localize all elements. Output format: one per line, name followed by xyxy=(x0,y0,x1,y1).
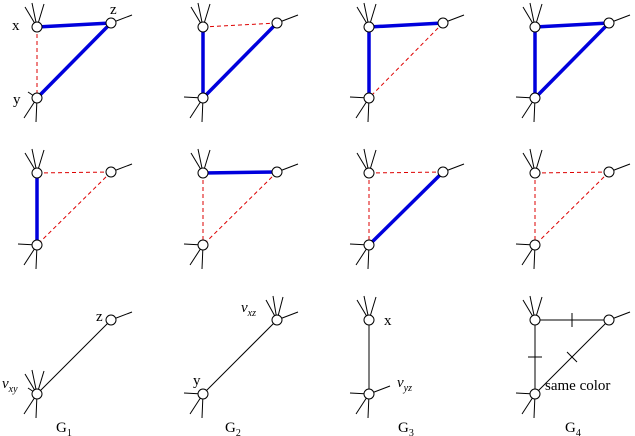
node-y xyxy=(529,92,541,104)
graph-label-g4-base: G xyxy=(565,420,576,436)
label-vxz-base: v xyxy=(241,300,248,316)
edge-xz-red xyxy=(368,171,444,174)
node-y xyxy=(363,92,375,104)
node-x xyxy=(529,314,541,326)
edge-xz-blue xyxy=(36,21,112,29)
node-z xyxy=(105,314,117,326)
node-y xyxy=(197,388,209,400)
label-vxz: vxz xyxy=(241,300,256,319)
node-x xyxy=(197,167,209,179)
node-vyz xyxy=(363,388,375,400)
node-z xyxy=(603,17,615,29)
reduced-graph-g1: z vxy G1 xyxy=(2,309,133,436)
row2-col3-triangle xyxy=(349,148,465,270)
node-y xyxy=(31,239,43,251)
graph-label-g2-base: G xyxy=(225,420,236,436)
node-y xyxy=(529,239,541,251)
graph-label-g1: G1 xyxy=(56,420,72,436)
graph-label-g1-base: G xyxy=(56,420,67,436)
node-z xyxy=(603,166,615,178)
edge-yz-red xyxy=(368,22,444,99)
node-z xyxy=(437,17,449,29)
row1-col3-triangle xyxy=(349,2,465,123)
node-y xyxy=(197,92,209,104)
edge-xz-blue xyxy=(534,21,610,29)
edge-xz-blue xyxy=(202,170,278,175)
graph-label-g3: G3 xyxy=(398,420,414,436)
edge-yz-blue xyxy=(367,170,445,247)
node-x xyxy=(363,314,375,326)
node-z xyxy=(271,17,283,29)
label-y: y xyxy=(193,373,201,389)
row1-col4-triangle xyxy=(515,2,631,123)
graph-label-g4-sub: 4 xyxy=(576,428,581,436)
edge-black xyxy=(36,319,112,395)
node-z xyxy=(105,166,117,178)
label-vxy: vxy xyxy=(2,376,18,395)
graph-label-g2-sub: 2 xyxy=(236,428,241,436)
edge-yz-red xyxy=(202,171,278,246)
graph-label-g2: G2 xyxy=(225,420,241,436)
node-x xyxy=(31,21,43,33)
label-x: x xyxy=(384,313,392,329)
label-vxz-sub: xz xyxy=(247,308,256,319)
label-x: x xyxy=(12,18,20,34)
tick-mark xyxy=(566,351,578,363)
label-z: z xyxy=(96,309,103,325)
node-z xyxy=(603,314,615,326)
node-x xyxy=(529,167,541,179)
node-z xyxy=(271,166,283,178)
node-y xyxy=(529,388,541,400)
node-vxz xyxy=(271,314,283,326)
label-same-color: same color xyxy=(545,378,610,394)
node-x xyxy=(529,21,541,33)
label-z: z xyxy=(110,2,117,18)
label-vxy-sub: xy xyxy=(8,384,18,395)
graph-label-g4: G4 xyxy=(565,420,581,436)
graph-label-g1-sub: 1 xyxy=(67,428,72,436)
label-vyz: vyz xyxy=(397,375,412,394)
node-y xyxy=(363,239,375,251)
reduced-graph-g4: same color G4 xyxy=(515,295,631,436)
edge-yz-blue xyxy=(35,21,113,100)
node-z xyxy=(437,166,449,178)
edge-xz-red xyxy=(202,22,278,28)
graph-label-g3-base: G xyxy=(398,420,409,436)
edge-yz-blue xyxy=(201,21,279,100)
label-y: y xyxy=(13,92,21,108)
label-vxy-base: v xyxy=(2,376,9,392)
edge-xz-blue xyxy=(368,21,444,29)
graph-label-g3-sub: 3 xyxy=(409,428,414,436)
edge-yz-red xyxy=(534,171,610,246)
node-x xyxy=(197,21,209,33)
label-vyz-base: v xyxy=(397,375,404,391)
row2-col2-triangle xyxy=(183,148,299,270)
row2-col1-triangle xyxy=(17,148,133,270)
edge-xz-red xyxy=(36,171,112,174)
edge-yz-blue xyxy=(533,21,611,100)
node-z xyxy=(105,17,117,29)
node-x xyxy=(363,167,375,179)
node-x xyxy=(363,21,375,33)
edge-black xyxy=(202,319,278,395)
edge-yz-red xyxy=(36,171,112,246)
node-vxy xyxy=(31,388,43,400)
edge-xz-red xyxy=(534,171,610,174)
reduced-graph-g2: vxz y G2 xyxy=(183,295,299,436)
row1-col1-triangle: x z y xyxy=(12,2,133,123)
node-x xyxy=(31,167,43,179)
row2-col4-triangle xyxy=(515,148,631,270)
node-y xyxy=(31,92,43,104)
label-vyz-sub: yz xyxy=(403,383,412,394)
node-y xyxy=(197,239,209,251)
reduced-graph-g3: x vyz G3 xyxy=(349,295,414,436)
row1-col2-triangle xyxy=(183,2,299,123)
